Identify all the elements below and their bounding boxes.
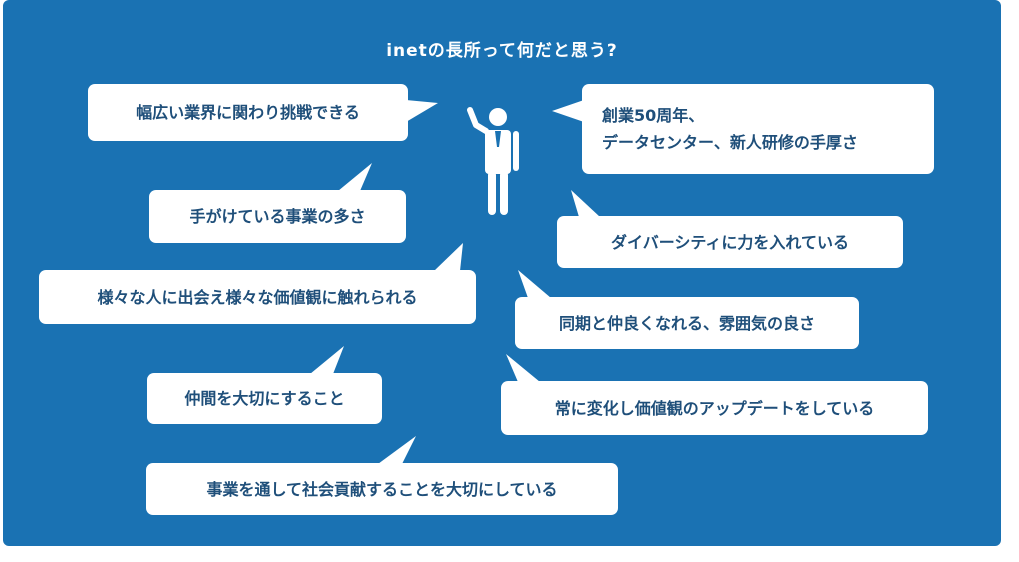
bubble-tail [406, 100, 438, 122]
bubble-wide-industry: 幅広い業界に関わり挑戦できる [88, 84, 408, 141]
bubble-social-contribution: 事業を通して社会貢献することを大切にしている [146, 463, 618, 515]
bubble-text-line2: データセンター、新人研修の手厚さ [602, 133, 858, 152]
bubble-text-line1: 創業50周年、 [602, 106, 705, 125]
bubble-text: 手がけている事業の多さ [189, 207, 366, 226]
bubble-tail [310, 346, 344, 374]
bubble-many-businesses: 手がけている事業の多さ [149, 190, 406, 243]
bubble-tail [518, 270, 551, 298]
bubble-diversity: ダイバーシティに力を入れている [557, 216, 903, 268]
bubble-text: 仲間を大切にすること [184, 389, 345, 408]
page-title: inetの長所って何だと思う? [386, 41, 618, 61]
bubble-tail [434, 243, 463, 271]
bubble-good-atmosphere: 同期と仲良くなれる、雰囲気の良さ [515, 297, 859, 349]
bubble-tail [571, 190, 600, 217]
bubble-tail [506, 354, 540, 382]
bubble-text: 様々な人に出会え様々な価値観に触れられる [97, 287, 418, 307]
bubble-text: ダイバーシティに力を入れている [611, 232, 849, 252]
bubble-tail [378, 436, 416, 464]
bubble-tail [552, 100, 584, 122]
bubble-text: 常に変化し価値観のアップデートをしている [554, 398, 875, 418]
bubble-text: 事業を通して社会貢献することを大切にしている [206, 479, 558, 499]
bubble-50th-anniversary: 創業50周年、 データセンター、新人研修の手厚さ [582, 84, 934, 174]
bubble-diverse-values: 様々な人に出会え様々な価値観に触れられる [39, 270, 476, 324]
bubble-text: 同期と仲良くなれる、雰囲気の良さ [558, 313, 815, 333]
bubble-tail [338, 163, 372, 191]
bubble-text: 幅広い業界に関わり挑戦できる [136, 103, 360, 122]
bubble-value-colleagues: 仲間を大切にすること [147, 373, 382, 424]
bubble-always-changing: 常に変化し価値観のアップデートをしている [501, 381, 928, 435]
